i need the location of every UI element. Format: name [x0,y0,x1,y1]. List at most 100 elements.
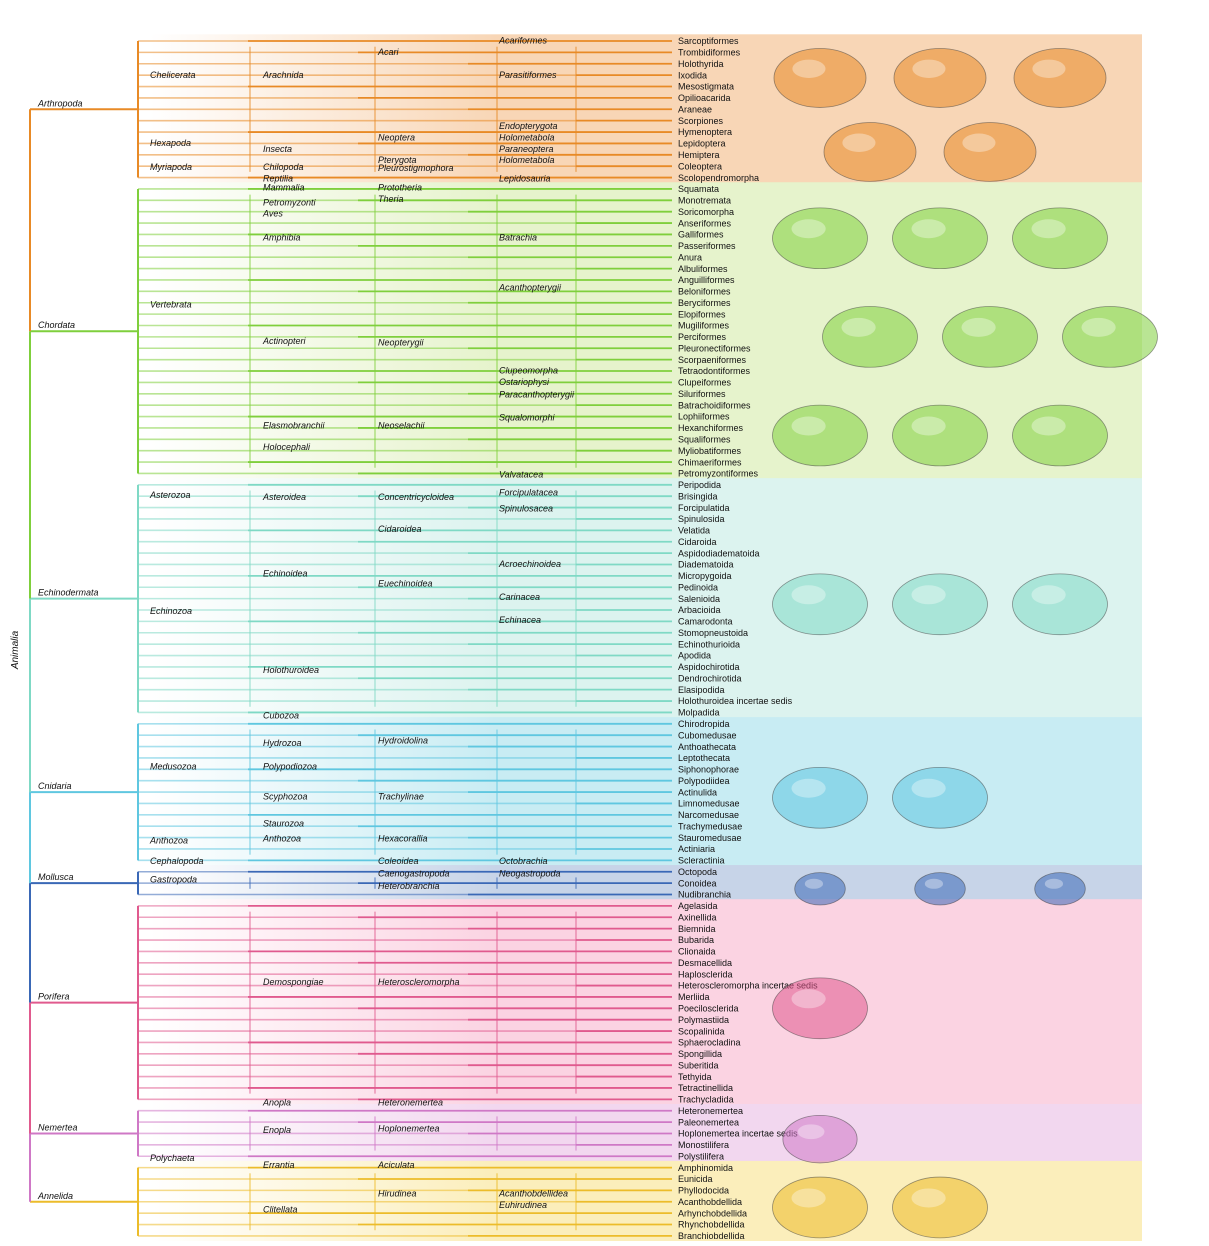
clade-label: Actinopteri [262,336,307,346]
cone-snail-illustration [915,873,966,905]
leaf-label: Hemiptera [678,150,720,160]
leaf-label: Arbacioida [678,605,721,615]
clade-label: Prototheria [378,182,422,192]
leaf-label: Monotremata [678,196,731,206]
leaf-label: Bubarida [678,935,714,945]
clade-label: Acanthobdellidea [498,1188,568,1198]
clade-label: Anopla [262,1097,291,1107]
clade-label: Batrachia [499,233,537,243]
clade-label: Neoptera [378,132,415,142]
clade-label: Chilopoda [263,162,304,172]
clade-label: Heterobranchia [378,881,440,891]
clade-label: Heteroscleromorpha [378,977,460,987]
clade-label: Clitellata [263,1204,298,1214]
ribbon-worm-illustration [783,1115,857,1163]
clade-label: Asterozoa [149,490,191,500]
leaf-label: Dendrochirotida [678,673,742,683]
leaf-label: Lepidoptera [678,139,726,149]
leaf-label: Passeriformes [678,241,736,251]
leaf-label: Desmacellida [678,958,732,968]
leaf-label: Opilioacarida [678,93,731,103]
leaf-label: Cubomedusae [678,730,737,740]
leaf-label: Tetraodontiformes [678,366,751,376]
leaf-label: Beryciformes [678,298,731,308]
frog-illustration [823,306,918,367]
clade-label: Caenogastropoda [378,869,450,879]
starfish-illustration [773,574,868,635]
leaf-label: Octopoda [678,867,717,877]
clade-label: Cephalopoda [150,856,204,866]
leaf-label: Tetractinellida [678,1083,733,1093]
tick-illustration [774,49,866,108]
leaf-label: Soricomorpha [678,207,734,217]
leaf-label: Chimaeriformes [678,457,742,467]
leaf-label: Haplosclerida [678,969,733,979]
phylum-label: Mollusca [38,872,74,882]
leaf-label: Peripodida [678,480,721,490]
clade-label: Theria [378,194,404,204]
catfish-illustration [773,405,868,466]
phylum-label: Arthropoda [37,98,83,108]
leaf-label: Batrachoidiformes [678,400,751,410]
leaf-label: Aspidochirotida [678,662,740,672]
leaf-label: Clupeiformes [678,378,732,388]
leaf-label: Aspidodiadematoida [678,548,760,558]
clade-label: Endopterygota [499,121,558,131]
centipede-illustration [944,122,1036,181]
leaf-label: Heteronemertea [678,1106,743,1116]
leaf-label: Stauromedusae [678,833,742,843]
scorpion-illustration [1014,49,1106,108]
leaf-label: Trombidiformes [678,48,741,58]
leaf-label: Stomopneustoida [678,628,748,638]
leaf-label: Mugiliformes [678,321,730,331]
leaf-label: Paleonemertea [678,1117,739,1127]
leaf-label: Siluriformes [678,389,726,399]
clade-label: Petromyzonti [263,197,317,207]
clade-label: Acari [377,47,400,57]
leaf-label: Scolopendromorpha [678,173,759,183]
nudibranch-illustration [1035,873,1086,905]
leaf-label: Scorpiones [678,116,724,126]
leaf-label: Diadematoida [678,560,734,570]
leaf-label: Salenioida [678,594,720,604]
octopus-illustration [795,873,846,905]
leaf-label: Arhynchobdellida [678,1208,747,1218]
clade-label: Scyphozoa [263,791,308,801]
leaf-label: Holothuroidea incertae sedis [678,696,793,706]
clade-label: Euechinoidea [378,579,433,589]
urchin-illustration [893,574,988,635]
leaf-label: Biemnida [678,924,716,934]
leaf-label: Albuliformes [678,264,728,274]
leaf-label: Cidaroida [678,537,717,547]
clade-label: Paracanthopterygii [499,390,575,400]
root-label: Animalia [10,630,21,670]
leaf-label: Conoidea [678,878,717,888]
leaf-label: Hoplonemertea incertae sedis [678,1129,798,1139]
clade-label: Gastropoda [150,874,197,884]
lionfish-illustration [943,306,1038,367]
leaf-label: Beloniformes [678,287,731,297]
ray-illustration [893,405,988,466]
clade-label: Spinulosacea [499,503,553,513]
leaf-label: Molpadida [678,708,720,718]
snake-illustration [773,208,868,269]
leaf-label: Squaliformes [678,435,731,445]
clade-label: Hoplonemertea [378,1124,440,1134]
leaf-label: Scopalinida [678,1026,725,1036]
clade-label: Enopla [263,1125,291,1135]
leaf-label: Elasipodida [678,685,725,695]
leaf-label: Polypodiidea [678,776,730,786]
sponge-illustration [773,978,868,1039]
clade-label: Insecta [263,144,292,154]
leaf-label: Lophiiformes [678,412,730,422]
leech-illustration [893,1177,988,1238]
clade-label: Parasitiformes [499,70,557,80]
clade-label: Hexapoda [150,138,191,148]
leaf-label: Sphaerocladina [678,1038,741,1048]
clade-label: Acroechinoidea [498,559,561,569]
clade-label: Hexacorallia [378,833,428,843]
leaf-label: Echinothurioida [678,639,740,649]
clade-label: Medusozoa [150,762,197,772]
phylum-label: Nemertea [38,1122,78,1132]
